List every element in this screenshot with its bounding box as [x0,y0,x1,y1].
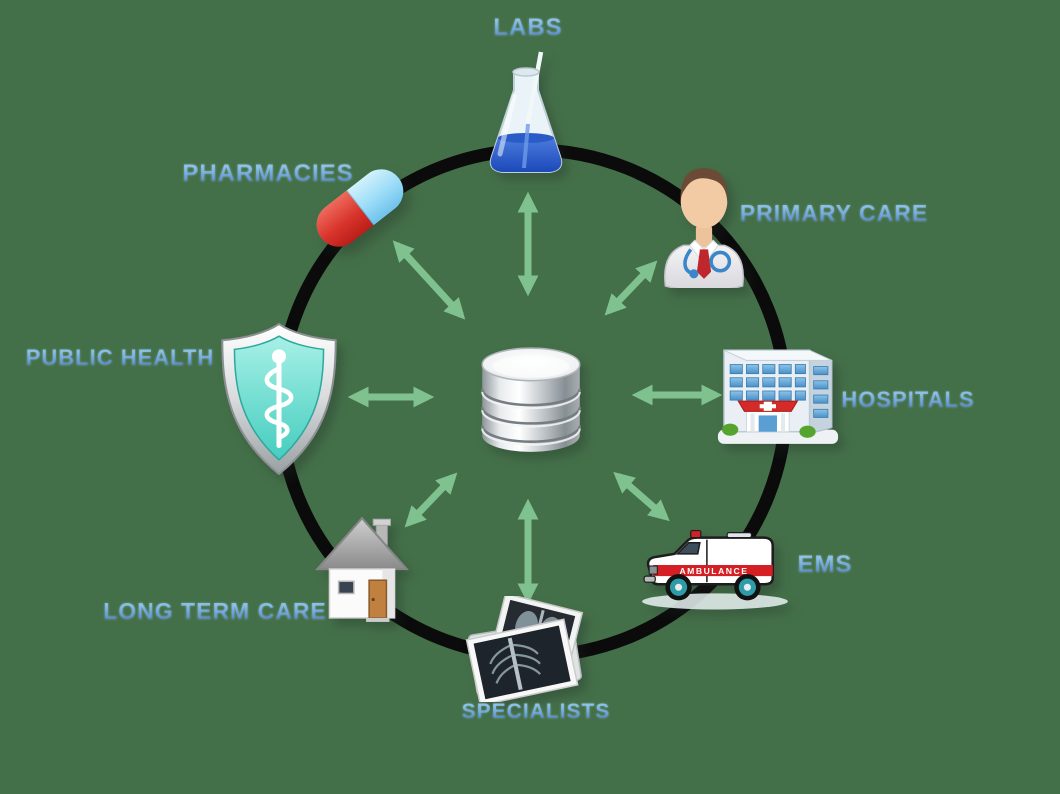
ambulance-text: AMBULANCE [679,566,748,576]
ambulance-icon: AMBULANCE [634,520,796,612]
label-labs: LABS [448,14,608,42]
hospital-icon [708,336,848,448]
exchange-arrows [347,191,723,605]
doctor-icon [652,156,756,288]
arrow-pharmacies [392,240,466,320]
label-ems: EMS [770,551,880,579]
xray-stack-icon [456,596,604,702]
arrow-long-term-care [404,472,458,528]
arrow-ems [613,471,670,522]
flask-icon [484,46,568,186]
shield-icon [216,320,342,478]
label-long-term-care: LONG TERM CARE [100,598,330,625]
house-icon [310,506,414,626]
label-specialists: SPECIALISTS [431,700,641,724]
arrow-primary-care [604,260,658,316]
label-pharmacies: PHARMACIES [158,160,378,188]
database-icon [472,336,590,460]
label-primary-care: PRIMARY CARE [728,200,940,227]
label-public-health: PUBLIC HEALTH [16,345,224,371]
label-hospitals: HOSPITALS [798,387,1018,413]
